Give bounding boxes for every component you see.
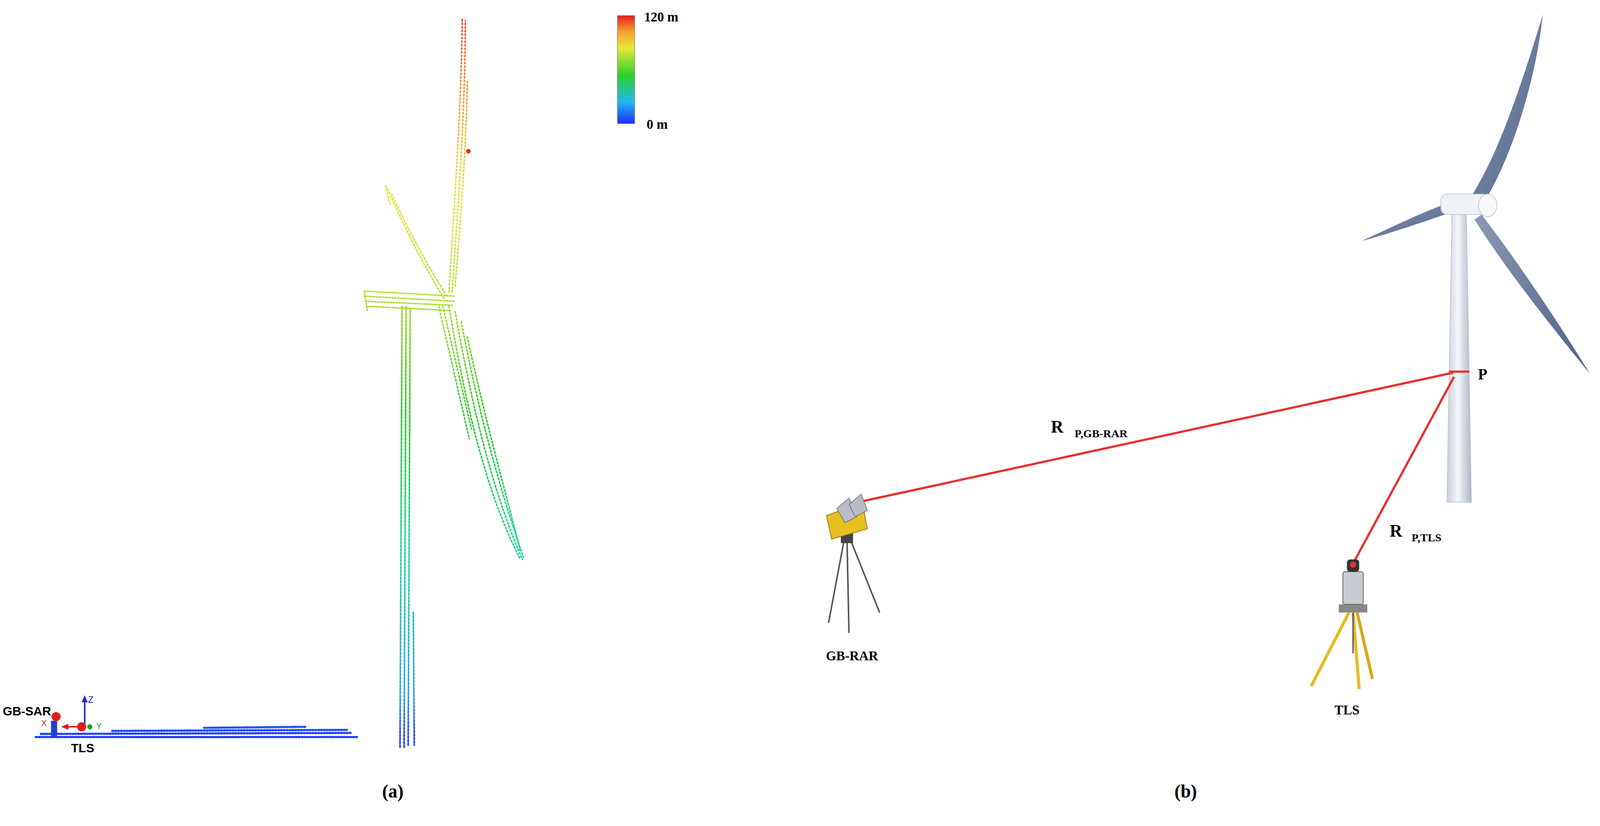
range-symbol: R — [1389, 522, 1403, 540]
point-cloud — [35, 18, 524, 748]
colorbar-min: 0 m — [646, 118, 668, 132]
range-line — [862, 371, 1470, 564]
point-label: P — [1477, 366, 1488, 383]
coordinate-axes — [50, 695, 93, 738]
axis-label: Z — [88, 695, 94, 705]
panel-label: (b) — [1174, 782, 1197, 801]
color-bar — [617, 15, 635, 124]
wind-turbine — [1361, 14, 1590, 503]
range-subscript: P,GB-RAR — [1074, 427, 1128, 440]
range-symbol: R — [1050, 418, 1064, 436]
radar-instrument — [826, 494, 880, 633]
instrument-label: TLS — [70, 741, 95, 755]
panel-label: (a) — [382, 782, 404, 801]
colorbar-max: 120 m — [643, 10, 678, 24]
axis-label: Y — [96, 722, 102, 731]
instrument-label: GB-SAR — [2, 705, 51, 718]
laser-scanner — [1311, 559, 1373, 690]
instrument-label: TLS — [1334, 703, 1360, 717]
instrument-label: GB-RAR — [825, 649, 879, 663]
axis-label: X — [41, 719, 47, 728]
range-subscript: P,TLS — [1411, 531, 1442, 544]
